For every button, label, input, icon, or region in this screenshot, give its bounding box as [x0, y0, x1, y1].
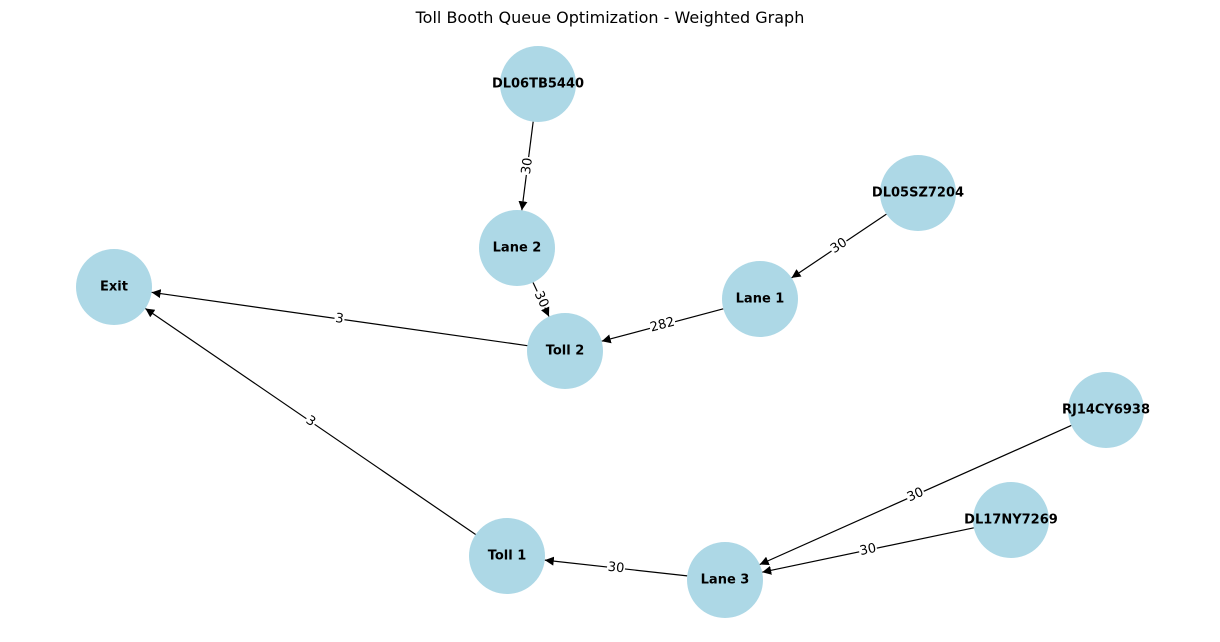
edge-labels-layer: 30 30 30 282 3 3 30 30 30	[301, 156, 927, 577]
edge-weight-label: 282	[647, 313, 678, 337]
edge-weight-bg	[333, 310, 346, 328]
edge-weight-label: 30	[827, 234, 851, 258]
node-rj14cy6938: RJ14CY6938	[1062, 372, 1150, 448]
edge-weight-label: 30	[606, 559, 626, 577]
node-exit: Exit	[76, 249, 152, 325]
node-label: Lane 2	[493, 241, 542, 256]
node-label: DL06TB5440	[492, 77, 584, 92]
node-circle	[479, 210, 555, 286]
edge-weight-text: 30	[519, 157, 536, 175]
edge-weight-bg	[518, 156, 537, 176]
node-circle	[687, 542, 763, 618]
node-label: DL05SZ7204	[872, 186, 964, 201]
graph-title: Toll Booth Queue Optimization - Weighted…	[415, 8, 805, 27]
edge-weight-text: 30	[607, 560, 625, 577]
edge-weight-bg	[904, 484, 927, 506]
node-label: Lane 1	[736, 292, 785, 307]
node-dl06tb5440: DL06TB5440	[492, 46, 584, 122]
node-lane-1: Lane 1	[722, 261, 798, 337]
edge-weight-bg	[301, 412, 320, 431]
node-label: Exit	[100, 280, 128, 295]
edge-weight-bg	[857, 540, 879, 560]
edge-weight-text: 30	[828, 235, 850, 257]
edge-weight-text: 3	[334, 311, 344, 327]
node-label: RJ14CY6938	[1062, 403, 1150, 418]
node-dl17ny7269: DL17NY7269	[964, 482, 1058, 558]
node-toll-2: Toll 2	[527, 313, 603, 389]
edge-weight-text: 30	[905, 485, 926, 505]
node-label: Lane 3	[701, 573, 750, 588]
node-label: Toll 1	[488, 549, 527, 564]
edge-weight-label: 30	[904, 484, 927, 506]
node-lane-3: Lane 3	[687, 542, 763, 618]
edge-weight-label: 30	[518, 156, 537, 176]
node-circle	[500, 46, 576, 122]
edge-weight-label: 30	[857, 540, 879, 560]
edge-weight-bg	[529, 287, 553, 312]
node-circle	[469, 518, 545, 594]
node-circle	[973, 482, 1049, 558]
node-circle	[1068, 372, 1144, 448]
node-label: Toll 2	[546, 344, 585, 359]
edge-weight-text: 30	[858, 541, 877, 559]
edge-weight-label: 3	[333, 310, 346, 328]
node-circle	[722, 261, 798, 337]
edge-weight-text: 282	[649, 315, 677, 336]
edge-weight-text: 30	[531, 289, 552, 310]
edge-weight-bg	[606, 559, 626, 577]
edge-weight-label: 30	[529, 287, 553, 312]
edge-weight-label: 3	[301, 412, 320, 431]
node-circle	[527, 313, 603, 389]
edge-weight-bg	[647, 313, 678, 337]
node-circle	[76, 249, 152, 325]
node-label: DL17NY7269	[964, 513, 1058, 528]
node-lane-2: Lane 2	[479, 210, 555, 286]
edge-weight-bg	[827, 234, 851, 258]
node-dl05sz7204: DL05SZ7204	[872, 155, 964, 231]
node-toll-1: Toll 1	[469, 518, 545, 594]
node-circle	[880, 155, 956, 231]
